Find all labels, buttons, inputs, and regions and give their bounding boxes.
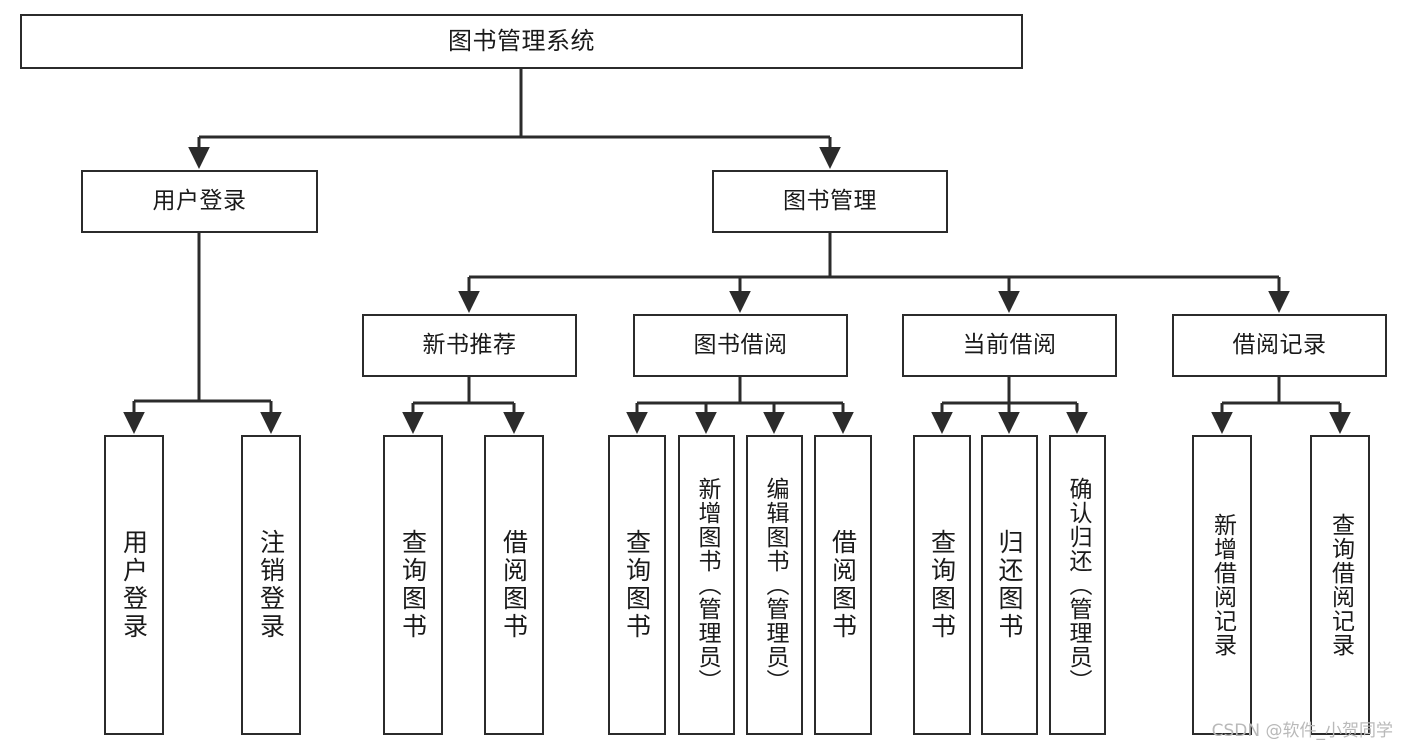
leaf-query-book-borrow-label: 查询图书 bbox=[622, 529, 652, 641]
node-current-borrow[interactable]: 当前借阅 bbox=[902, 314, 1117, 377]
leaf-query-borrow-record[interactable]: 查询借阅记录 bbox=[1310, 435, 1370, 735]
leaf-query-book-current-label: 查询图书 bbox=[927, 529, 957, 641]
leaf-borrow-book-label: 借阅图书 bbox=[828, 529, 858, 641]
node-borrow-record[interactable]: 借阅记录 bbox=[1172, 314, 1387, 377]
leaf-add-borrow-record-label: 新增借阅记录 bbox=[1209, 513, 1236, 657]
leaf-borrow-book-recommend-label: 借阅图书 bbox=[499, 529, 529, 641]
leaf-logout[interactable]: 注销登录 bbox=[241, 435, 301, 735]
leaf-return-book-label: 归还图书 bbox=[995, 529, 1024, 641]
node-user-login[interactable]: 用户登录 bbox=[81, 170, 318, 233]
leaf-borrow-book[interactable]: 借阅图书 bbox=[814, 435, 872, 735]
watermark-text: CSDN @软件_小贺同学 bbox=[1211, 721, 1393, 741]
node-new-book-recommend[interactable]: 新书推荐 bbox=[362, 314, 577, 377]
node-root-label: 图书管理系统 bbox=[448, 27, 595, 56]
leaf-query-book-borrow[interactable]: 查询图书 bbox=[608, 435, 666, 735]
leaf-add-book-label: 新增图书（管理员） bbox=[694, 477, 720, 693]
node-book-management-label: 图书管理 bbox=[783, 187, 877, 214]
leaf-user-login[interactable]: 用户登录 bbox=[104, 435, 164, 735]
node-book-borrow[interactable]: 图书借阅 bbox=[633, 314, 848, 377]
node-book-management[interactable]: 图书管理 bbox=[712, 170, 948, 233]
leaf-add-book[interactable]: 新增图书（管理员） bbox=[678, 435, 735, 735]
leaf-query-book-current[interactable]: 查询图书 bbox=[913, 435, 971, 735]
leaf-edit-book-label: 编辑图书（管理员） bbox=[762, 477, 788, 693]
leaf-confirm-return[interactable]: 确认归还（管理员） bbox=[1049, 435, 1106, 735]
leaf-query-borrow-record-label: 查询借阅记录 bbox=[1327, 513, 1354, 657]
node-borrow-record-label: 借阅记录 bbox=[1232, 331, 1327, 358]
leaf-borrow-book-recommend[interactable]: 借阅图书 bbox=[484, 435, 544, 735]
node-root[interactable]: 图书管理系统 bbox=[20, 14, 1023, 69]
leaf-query-book-recommend-label: 查询图书 bbox=[398, 529, 428, 641]
leaf-confirm-return-label: 确认归还（管理员） bbox=[1065, 477, 1091, 693]
leaf-add-borrow-record[interactable]: 新增借阅记录 bbox=[1192, 435, 1252, 735]
leaf-edit-book[interactable]: 编辑图书（管理员） bbox=[746, 435, 803, 735]
node-user-login-label: 用户登录 bbox=[152, 187, 247, 214]
leaf-return-book[interactable]: 归还图书 bbox=[981, 435, 1038, 735]
node-book-borrow-label: 图书借阅 bbox=[693, 331, 788, 358]
node-new-book-recommend-label: 新书推荐 bbox=[422, 331, 517, 358]
leaf-user-login-label: 用户登录 bbox=[119, 529, 149, 641]
node-current-borrow-label: 当前借阅 bbox=[962, 331, 1057, 358]
leaf-query-book-recommend[interactable]: 查询图书 bbox=[383, 435, 443, 735]
leaf-logout-label: 注销登录 bbox=[256, 529, 286, 641]
